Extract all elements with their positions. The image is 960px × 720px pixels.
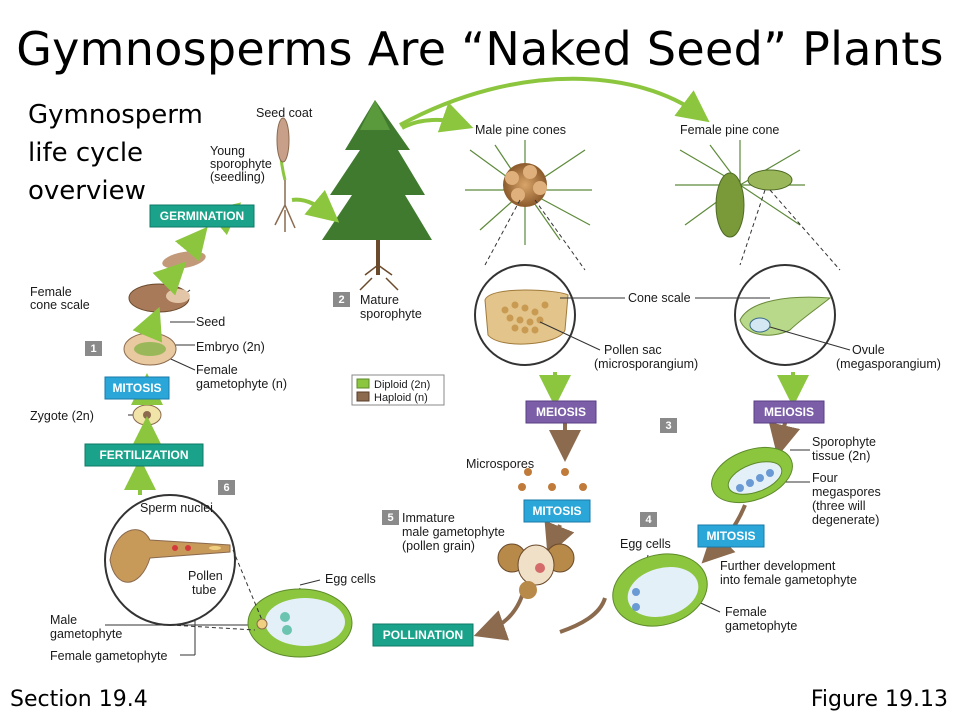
label-ovule-2: (megasporangium) [836,357,941,371]
label-female-gametophyte-right-1: Female [725,605,767,619]
label-pollen-tube-1: Pollen [188,569,223,583]
mitosis-box-male: MITOSIS [523,499,591,523]
label-pollen-sac-2: (microsporangium) [594,357,698,371]
mitosis-box-left: MITOSIS [104,376,170,400]
label-sporophyte-tissue-2: tissue (2n) [812,449,870,463]
step-2: 2 [333,292,350,307]
germination-label: GERMINATION [160,209,244,223]
label-female-gametophyte-right-2: gametophyte [725,619,797,633]
label-female-cone-scale-1: Female [30,285,72,299]
legend-haploid-label: Haploid (n) [374,392,428,404]
meiosis-female-label: MEIOSIS [764,405,814,419]
mitosis-male-label: MITOSIS [532,504,581,518]
meiosis-box-male: MEIOSIS [525,400,597,424]
legend-diploid-swatch [356,378,370,389]
label-female-gametophyte-bottom: Female gametophyte [50,649,167,663]
label-young-sporophyte-2: sporophyte [210,157,272,171]
label-female-cone-scale-2: cone scale [30,298,90,312]
section-label: Section 19.4 [10,687,148,712]
step-5: 5 [382,510,399,525]
label-pollen-tube-2: tube [192,583,216,597]
step-3: 3 [660,418,677,433]
svg-text:5: 5 [387,512,393,524]
label-four-megaspores-3: (three will [812,499,866,513]
label-sperm-nuclei: Sperm nuclei [140,501,213,515]
label-four-megaspores-4: degenerate) [812,513,879,527]
label-zygote: Zygote (2n) [30,409,94,423]
female-gametophyte-ovule-right [612,553,708,627]
label-four-megaspores-1: Four [812,471,838,485]
label-egg-cells-left: Egg cells [325,572,376,586]
label-male-pine-cones: Male pine cones [475,123,566,137]
svg-text:6: 6 [223,482,229,494]
female-pine-cone-illustration [675,140,805,238]
label-cone-scale: Cone scale [628,291,691,305]
legend-haploid-swatch [356,391,370,402]
ovule-pollinated-illustration [247,588,353,658]
mitosis-box-female: MITOSIS [697,524,765,548]
pollen-tube-magnified [104,494,236,626]
label-mature-sporophyte-1: Mature [360,293,399,307]
svg-text:3: 3 [665,420,671,432]
label-egg-cells-right: Egg cells [620,537,671,551]
label-seed: Seed [196,315,225,329]
pollination-label: POLLINATION [383,628,463,642]
meiosis-box-female: MEIOSIS [753,400,825,424]
svg-text:1: 1 [90,343,96,355]
legend: Diploid (2n) Haploid (n) [351,374,445,406]
pollination-box: POLLINATION [372,623,474,647]
arc-tree-to-female-cone [399,76,710,127]
label-young-sporophyte-1: Young [210,144,245,158]
ovule-megaspores-illustration [711,446,793,504]
label-female-gametophyte-2: gametophyte (n) [196,377,287,391]
svg-text:4: 4 [645,514,652,526]
pollen-grain-illustration [497,543,575,599]
seedling-illustration [274,117,296,232]
label-female-gametophyte-1: Female [196,363,238,377]
fertilization-box: FERTILIZATION [84,443,204,467]
label-pollen-sac-1: Pollen sac [604,343,662,357]
step-4: 4 [640,512,657,527]
label-male-gametophyte-2: gametophyte [50,627,122,641]
label-immature-male-2: male gametophyte [402,525,505,539]
arrow-seedling-to-tree [291,189,340,223]
germination-box: GERMINATION [149,204,255,228]
label-embryo: Embryo (2n) [196,340,265,354]
label-further-development-1: Further development [720,559,836,573]
label-immature-male-3: (pollen grain) [402,539,475,553]
label-microspores: Microspores [466,457,534,471]
label-seed-coat: Seed coat [256,106,313,120]
label-immature-male-1: Immature [402,511,455,525]
male-cone-scale-magnified [474,264,576,366]
fertilization-label: FERTILIZATION [99,448,188,462]
label-four-megaspores-2: megaspores [812,485,881,499]
slide-subtitle: Gymnosperm life cycle overview [28,100,203,206]
step-6: 6 [218,480,235,495]
zoom-lines [484,189,841,271]
label-ovule-1: Ovule [852,343,885,357]
arc-tree-to-male-cone [401,102,474,133]
label-mature-sporophyte-2: sporophyte [360,307,422,321]
legend-diploid-label: Diploid (2n) [374,379,430,391]
mitosis-left-label: MITOSIS [112,381,161,395]
label-further-development-2: into female gametophyte [720,573,857,587]
slide-title: Gymnosperms Are “Naked Seed” Plants [16,22,944,76]
microspores-illustration [518,468,587,491]
male-pine-cones-illustration [465,140,592,245]
label-sporophyte-tissue-1: Sporophyte [812,435,876,449]
meiosis-male-label: MEIOSIS [536,405,586,419]
step-1: 1 [85,341,102,356]
figure-label: Figure 19.13 [810,687,948,712]
label-male-gametophyte-1: Male [50,613,77,627]
pine-tree-illustration [322,100,432,291]
svg-text:2: 2 [338,294,344,306]
female-cone-scale-magnified [734,264,836,366]
label-female-pine-cone: Female pine cone [680,123,779,137]
mitosis-female-label: MITOSIS [706,529,755,543]
label-young-sporophyte-3: (seedling) [210,170,265,184]
